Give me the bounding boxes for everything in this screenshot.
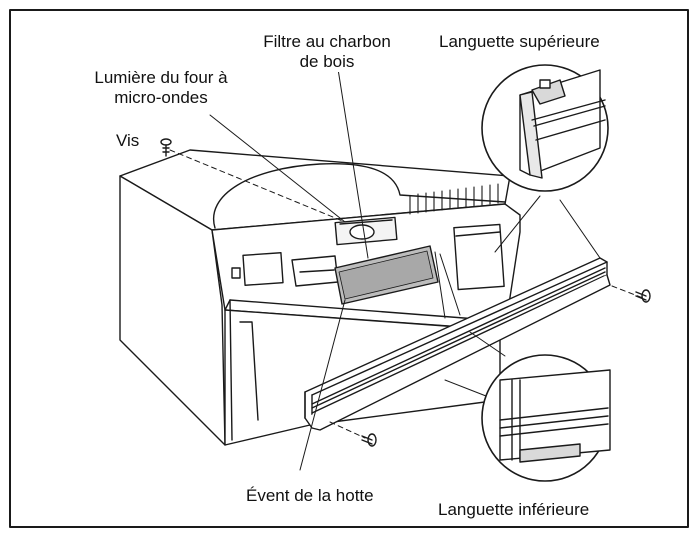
leader-charcoal-filter (334, 49, 369, 259)
screw-icon (160, 138, 172, 157)
leader-filter-drop-2 (439, 253, 461, 316)
label-oven-light-line1: Lumière du four à (94, 68, 228, 87)
label-top-tab: Languette supérieure (438, 32, 601, 52)
label-bottom-tab: Languette inférieure (437, 500, 591, 520)
vent-grille (409, 183, 499, 215)
top-cover-opening (212, 163, 506, 229)
charcoal-filter-inner (338, 250, 434, 300)
door-left-edge (229, 299, 233, 441)
bottom-tab-detail (481, 354, 611, 482)
leader-bottom-tab-b (469, 331, 506, 357)
leader-oven-light (209, 114, 346, 223)
diagram-border (9, 9, 689, 528)
control-window (242, 252, 284, 286)
door-inner-edge (239, 321, 259, 421)
leader-lines (209, 49, 601, 471)
label-charcoal-filter-line1: Filtre au charbon (263, 32, 391, 51)
front-latch (231, 267, 241, 279)
label-oven-light: Lumière du four à micro-ondes (60, 68, 262, 108)
label-oven-light-line2: micro-ondes (114, 88, 208, 107)
leader-top-tab-a (494, 195, 541, 253)
leader-bottom-tab-a (444, 379, 487, 397)
top-tab-detail (481, 64, 609, 192)
leader-hood-vent (299, 299, 346, 471)
label-hood-vent: Évent de la hotte (245, 486, 375, 506)
screw-bottom-icon (361, 433, 377, 447)
light-rail (339, 219, 393, 225)
screw-guide-bottom (329, 421, 366, 439)
oven-light-bulb (349, 224, 375, 240)
label-charcoal-filter: Filtre au charbon de bois (236, 32, 418, 72)
leader-filter-drop (434, 251, 446, 319)
right-vent-line (455, 231, 501, 237)
right-vent-opening (453, 223, 505, 291)
leader-top-tab-b (559, 199, 601, 259)
microwave-left-side (119, 175, 226, 446)
screw-right-icon (635, 289, 651, 303)
label-charcoal-filter-line2: de bois (299, 52, 355, 71)
screw-guide-top (169, 149, 346, 223)
recess-line (299, 269, 335, 273)
label-screw: Vis (115, 131, 141, 151)
